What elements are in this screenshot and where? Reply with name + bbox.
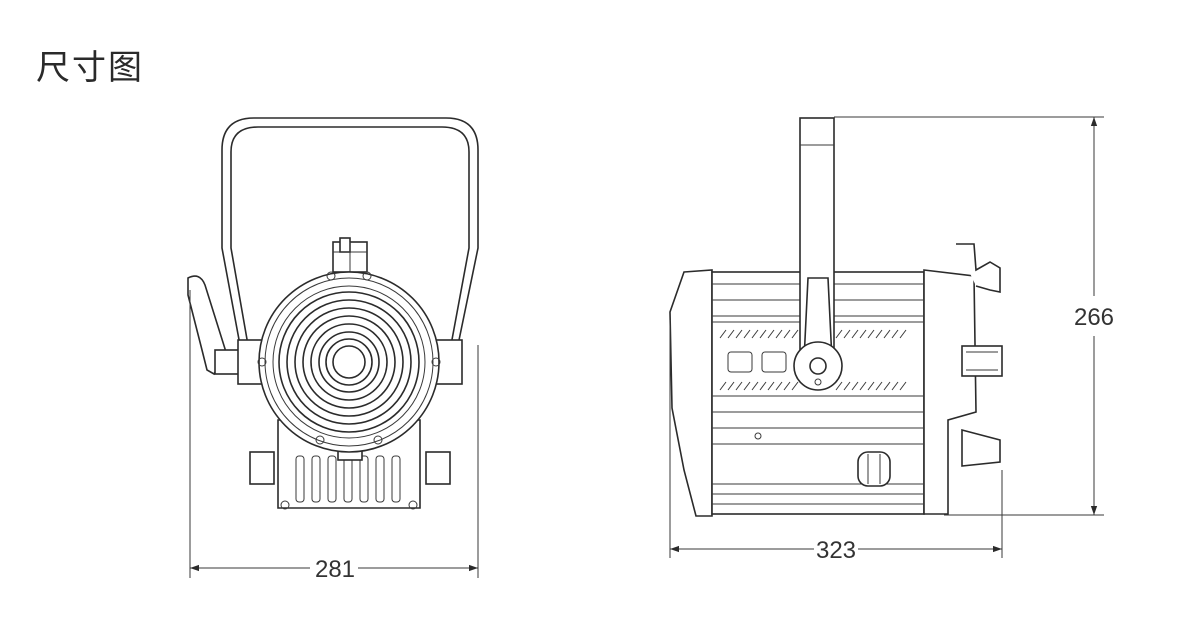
side-depth-label: 323 bbox=[816, 537, 856, 564]
side-view: 266 323 bbox=[669, 116, 1114, 564]
side-yoke-arm bbox=[793, 117, 843, 391]
side-height-dimension: 266 bbox=[834, 116, 1114, 516]
front-width-label: 281 bbox=[315, 556, 355, 583]
front-width-dimension: 281 bbox=[189, 290, 479, 583]
side-body bbox=[669, 269, 977, 517]
fresnel-lens bbox=[257, 271, 441, 453]
rear-bracket bbox=[956, 243, 1003, 467]
yoke-handle bbox=[187, 275, 240, 376]
side-depth-dimension: 323 bbox=[669, 320, 1003, 564]
side-height-label: 266 bbox=[1074, 304, 1114, 331]
front-view: 281 bbox=[187, 117, 479, 583]
page-title: 尺寸图 bbox=[36, 48, 144, 88]
top-bracket bbox=[332, 237, 368, 290]
